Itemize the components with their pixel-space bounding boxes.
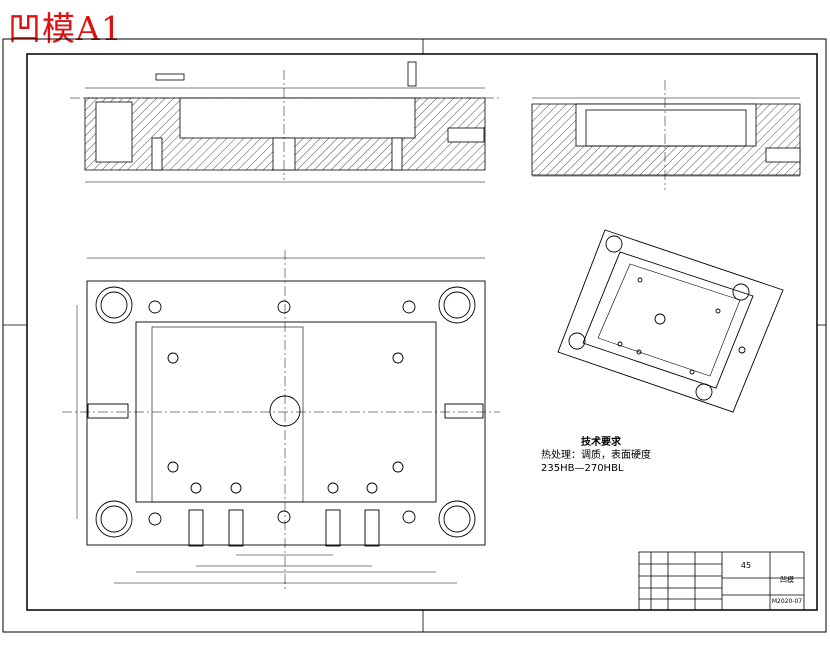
notes-line-2: 235HB—270HBL (541, 463, 624, 474)
plan-view (62, 250, 500, 590)
centering-marks (3, 39, 826, 632)
drawing-number: M2020-07 (772, 598, 802, 605)
inner-frame (26, 53, 818, 611)
side-section-view (531, 80, 801, 190)
notes-line-1: 热处理：调质，表面硬度 (541, 450, 651, 461)
notes-title: 技术要求 (581, 437, 621, 448)
part-name-label: 凹模 (780, 575, 794, 584)
material-label: 45 (741, 561, 751, 570)
technical-requirements: 技术要求 热处理：调质，表面硬度 235HB—270HBL (541, 436, 651, 475)
isometric-view (557, 229, 784, 413)
title-block (638, 551, 805, 611)
outer-border (2, 38, 827, 633)
front-section-view (70, 61, 500, 183)
